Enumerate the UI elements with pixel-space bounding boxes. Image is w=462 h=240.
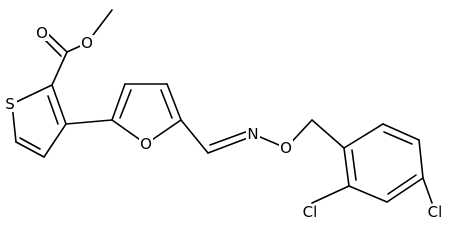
bond-furan-to-ch [180,119,209,154]
bond-ring-c3-c4-inner [387,174,417,195]
furan-oxygen-atom: O [139,135,153,153]
bond-furan-c4-c5-inner [160,89,173,119]
atom-labels: O O S O N O Cl [3,24,446,221]
carbonyl-oxygen-atom: O [35,24,49,42]
bond-ring-to-carbonyl [51,51,68,86]
bond-ring-c5-c6 [382,123,420,141]
bond-ring-to-cl-ortho [311,185,350,204]
ester-oxygen-atom: O [80,34,94,52]
bond-c4-c5 [15,141,45,158]
bond-c3-c4 [43,123,67,158]
bond-thiophene-to-furan [65,119,113,125]
thiophene-sulfur-atom: S [3,95,17,113]
oxime-oxygen-label: O [280,139,292,157]
bond-ring-c4-c5 [418,139,424,179]
carbonyl-oxygen-label: O [36,24,48,42]
oxime-oxygen-atom: O [279,139,293,157]
furan-oxygen-label: O [140,135,152,153]
thiophene-sulfur-label: S [5,95,15,113]
bond-ch-n-double-b [209,129,252,146]
thiophene-ring [11,84,67,158]
bond-ch2-ring [311,119,345,149]
chlorine-para-label: Cl [428,203,443,221]
imine-nitrogen-atom: N [246,125,260,143]
chlorine-para-atom: Cl [424,203,446,221]
chlorine-ortho-label: Cl [303,203,318,221]
bond-ring-c5-c6-inner [383,131,413,145]
bond-s-c2 [11,84,53,105]
bond-ring-c1-c2 [343,147,350,187]
oxime-chain [180,119,345,154]
bond-c4-c5-inner [19,137,41,150]
bond-furan-c4-c5 [166,83,182,121]
bond-ring-c3-c4 [386,177,424,203]
bond-ring-c6-c1 [343,123,384,149]
bond-ring-to-cl-para [422,177,433,204]
methyl-ester-group [40,9,113,86]
bond-c2-c3 [51,84,67,125]
molecule-canvas: O O S O N O Cl [3,9,446,221]
bond-ch-n-double-a [207,135,254,154]
dichlorobenzene-ring [311,123,433,204]
chlorine-ortho-atom: Cl [299,203,321,221]
structure-drawing: O O S O N O Cl [3,9,446,221]
bond-c2-c3-inner [47,95,59,125]
ester-oxygen-label: O [81,34,93,52]
bond-furan-c2-c3 [111,83,126,121]
bond-furan-c2-c3-inner [119,89,132,119]
bond-ring-c2-c3 [348,185,388,203]
bond-ring-c1-c2-inner [351,149,357,181]
imine-nitrogen-label: N [247,125,258,143]
